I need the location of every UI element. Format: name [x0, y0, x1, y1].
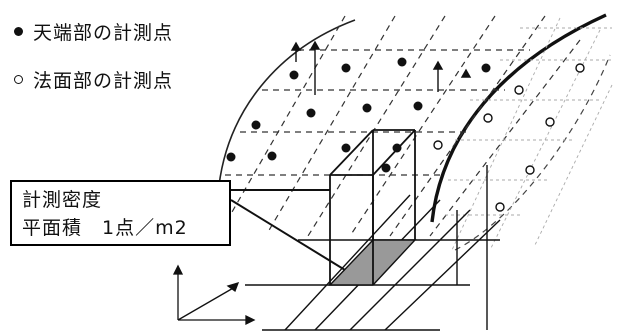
legend-slope-label: 法面部の計測点 [33, 70, 174, 92]
axis-indicator [172, 264, 256, 326]
legend-top-points: 天端部の計測点 [14, 18, 173, 45]
diagonal-grid [231, 15, 581, 237]
top-boundary-arc [217, 19, 356, 196]
density-callout: 計測密度 平面積 1点／m2 [10, 180, 231, 246]
callout-title: 計測密度 [22, 189, 103, 211]
legend-top-label: 天端部の計測点 [33, 22, 174, 44]
legend-slope-points: 法面部の計測点 [14, 66, 173, 93]
callout-value: 平面積 1点／m2 [22, 217, 188, 239]
hollow-dot-icon [14, 75, 23, 84]
unit-cube [329, 129, 416, 285]
slope-points [433, 63, 585, 212]
callout-leader [230, 189, 346, 271]
plan-grid [245, 165, 501, 331]
filled-dot-icon [14, 27, 23, 36]
slope-boundary-arc [454, 54, 611, 251]
vertical-arrows [290, 40, 472, 95]
crest-points [226, 57, 491, 173]
crest-edge-curve [430, 13, 607, 223]
